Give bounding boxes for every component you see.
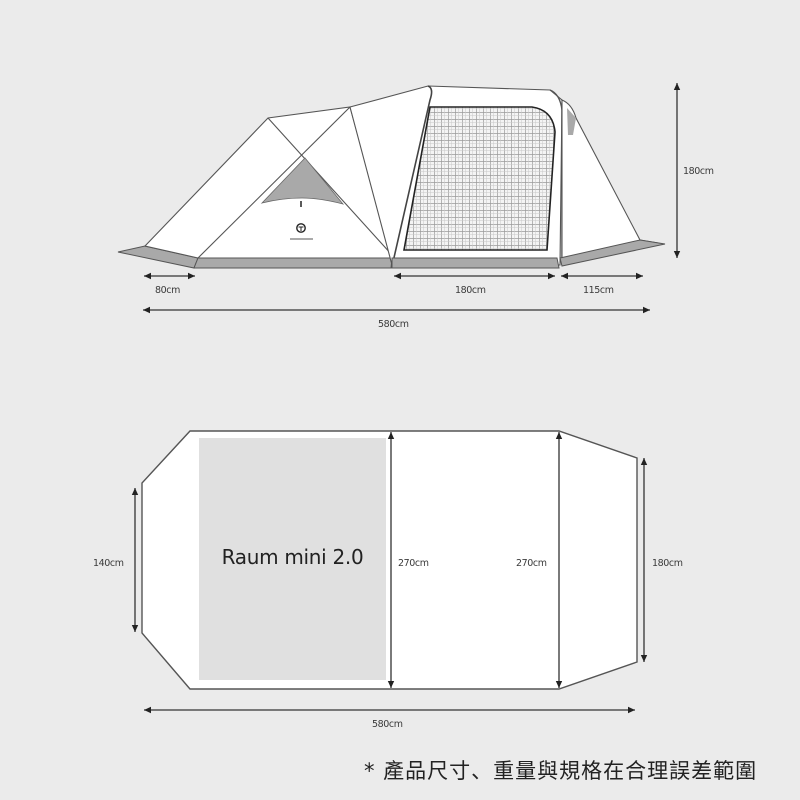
tolerance-disclaimer: * 產品尺寸、重量與規格在合理誤差範圍 xyxy=(364,759,758,783)
side-total-length-label: 580cm xyxy=(378,319,409,330)
floor-total-length-label: 580cm xyxy=(372,719,403,730)
inner-section-length-label: 180cm xyxy=(455,285,486,296)
rear-vestibule-length-label: 115cm xyxy=(583,285,614,296)
front-vestibule xyxy=(117,106,393,269)
inner-width-label: 270cm xyxy=(398,558,429,569)
floor-dimension-lines xyxy=(131,432,648,714)
front-width-label: 140cm xyxy=(93,558,124,569)
middle-width-label: 270cm xyxy=(516,558,547,569)
front-vestibule-length-label: 80cm xyxy=(155,285,180,296)
side-dimension-lines xyxy=(143,83,681,314)
inner-tent-model-label: Raum mini 2.0 xyxy=(221,545,364,569)
rear-width-label: 180cm xyxy=(652,558,683,569)
rear-vestibule xyxy=(559,99,666,267)
inner-tent-section xyxy=(349,85,563,269)
height-label: 180cm xyxy=(683,166,714,177)
brand-logo-icon xyxy=(290,223,313,240)
